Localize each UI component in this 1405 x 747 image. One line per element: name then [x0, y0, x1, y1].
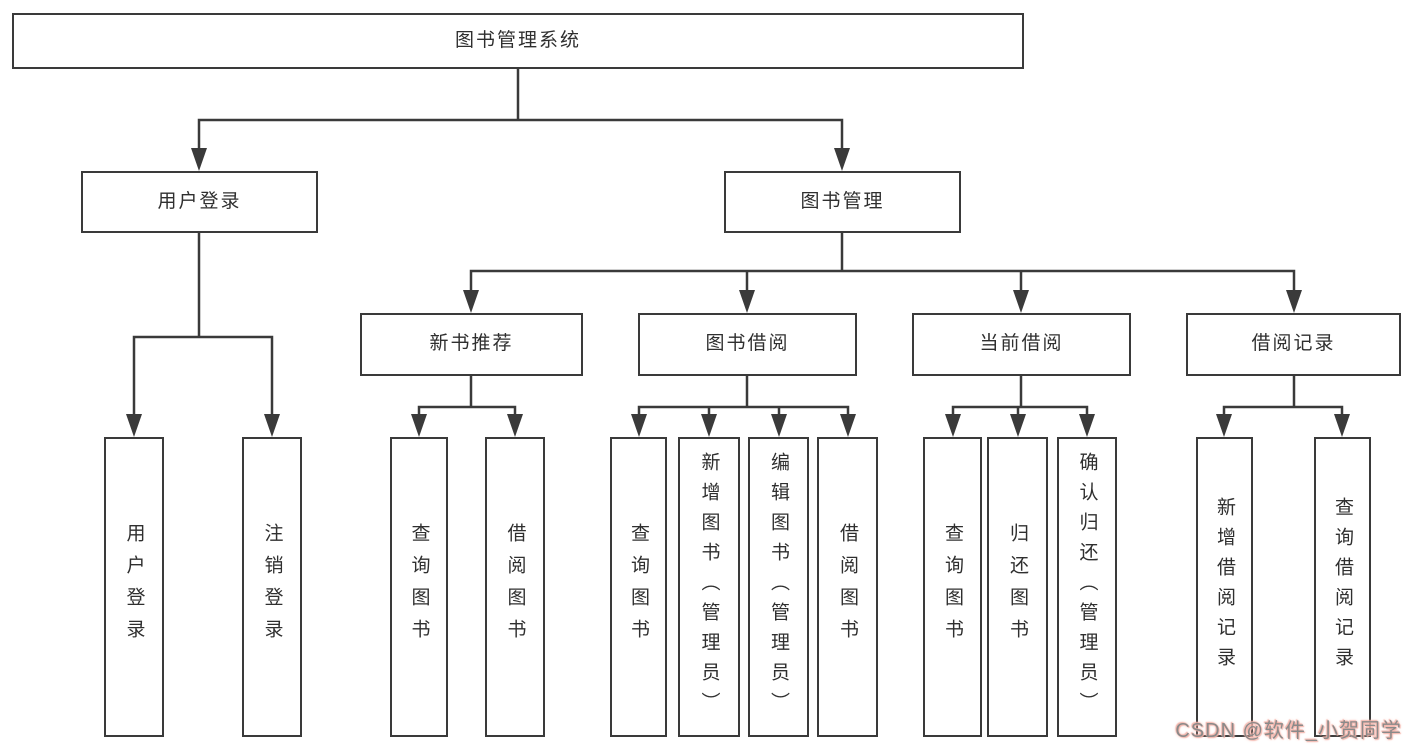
- arrowhead: [507, 414, 523, 437]
- node-book-borrow: 图书借阅: [638, 313, 857, 376]
- node-search-borrow-record: 查询借阅记录: [1314, 437, 1371, 737]
- node-user-login-group: 用户登录: [81, 171, 318, 233]
- connector-borrow-records-group: [1222, 376, 1344, 420]
- connector-user-login-group: [132, 233, 274, 418]
- node-new-book-recommend: 新书推荐: [360, 313, 583, 376]
- arrowhead: [1010, 414, 1026, 437]
- arrowhead: [264, 414, 280, 437]
- connector-book-borrow-group: [637, 376, 850, 420]
- arrowhead: [701, 414, 717, 437]
- csdn-watermark: CSDN @软件_小贺同学: [1175, 720, 1402, 742]
- arrowhead: [840, 414, 856, 437]
- node-borrow-book: 借阅图书: [817, 437, 878, 737]
- connector-arrowheads: [126, 148, 1350, 437]
- node-edit-book-admin: 编辑图书（管理员）: [748, 437, 809, 737]
- connector-lines: [132, 69, 1344, 420]
- arrowhead: [191, 148, 207, 171]
- arrowhead: [834, 148, 850, 171]
- node-current-borrow: 当前借阅: [912, 313, 1131, 376]
- arrowhead: [411, 414, 427, 437]
- connector-book-management-group: [469, 233, 1296, 294]
- arrowhead: [1216, 414, 1232, 437]
- node-borrow-book-recommend: 借阅图书: [485, 437, 545, 737]
- connector-current-borrow-group: [951, 376, 1089, 420]
- arrowhead: [771, 414, 787, 437]
- node-add-book-admin: 新增图书（管理员）: [678, 437, 740, 737]
- arrowhead: [126, 414, 142, 437]
- arrowhead: [1013, 290, 1029, 313]
- node-search-book-current: 查询图书: [923, 437, 982, 737]
- arrowhead: [739, 290, 755, 313]
- arrowhead: [1334, 414, 1350, 437]
- node-user-login: 用户登录: [104, 437, 164, 737]
- node-borrow-records: 借阅记录: [1186, 313, 1401, 376]
- node-confirm-return-admin: 确认归还（管理员）: [1057, 437, 1117, 737]
- arrowhead: [1079, 414, 1095, 437]
- node-book-management: 图书管理: [724, 171, 961, 233]
- node-add-borrow-record: 新增借阅记录: [1196, 437, 1253, 737]
- arrowhead: [1286, 290, 1302, 313]
- arrowhead: [945, 414, 961, 437]
- arrowhead: [631, 414, 647, 437]
- node-library-management-system: 图书管理系统: [12, 13, 1024, 69]
- node-return-book: 归还图书: [987, 437, 1048, 737]
- node-search-book-recommend: 查询图书: [390, 437, 448, 737]
- node-search-book-borrow: 查询图书: [610, 437, 667, 737]
- connector-root-to-level2: [197, 69, 844, 152]
- node-logout-login: 注销登录: [242, 437, 302, 737]
- connector-new-book-recommend-group: [417, 376, 517, 420]
- arrowhead: [463, 290, 479, 313]
